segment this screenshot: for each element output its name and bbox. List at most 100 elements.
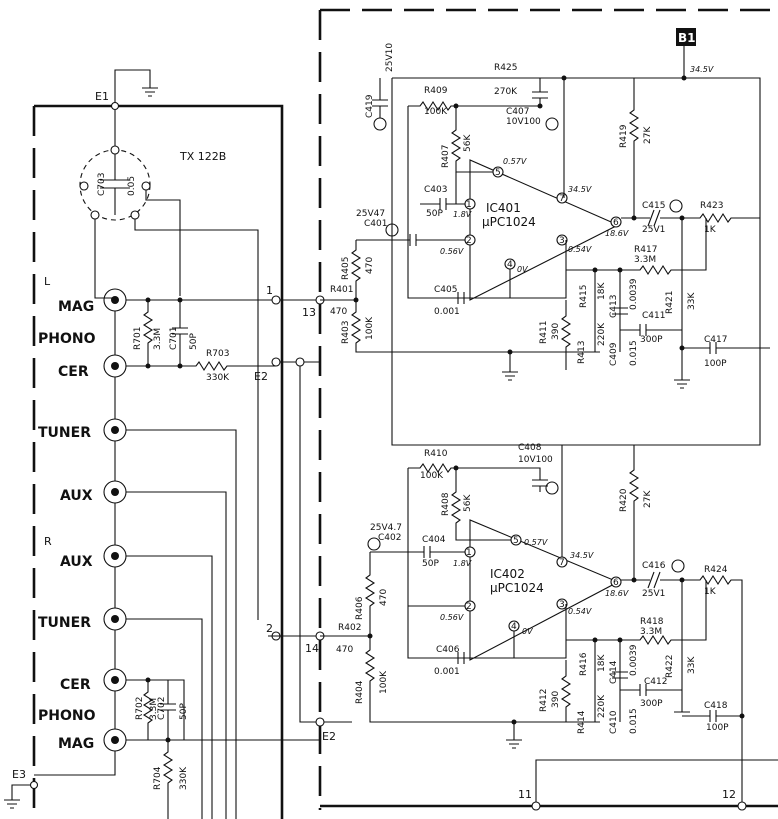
c416-ref: C416 (642, 561, 666, 571)
c408-ref: C408 (518, 443, 542, 453)
terminal-12: 12 (722, 788, 736, 801)
r704-value: 330K (179, 766, 189, 790)
ic401-v7: 34.5V (568, 185, 592, 194)
ic401-part: μPC1024 (482, 215, 536, 229)
r424-value: 1K (704, 587, 717, 597)
r418-ref: R418 (640, 617, 664, 627)
ic402-v2: 0.56V (440, 613, 464, 622)
phono-right-label: PHONO (38, 708, 96, 724)
ic401-amplifier (464, 159, 622, 301)
right-channel-label: R (44, 535, 52, 548)
ic401-v1: 1.8V (453, 210, 472, 219)
ic402-pin3: 3 (559, 600, 565, 610)
r406-ref: R406 (355, 596, 365, 620)
ic401-pin2: 2 (466, 236, 472, 246)
ic401-pin5: 5 (495, 168, 501, 178)
r407-value: 56K (463, 134, 473, 152)
ic402-v4: 0V (522, 627, 533, 636)
r402-value: 470 (336, 645, 353, 655)
left-phono-network (126, 295, 320, 819)
r422-value: 33K (687, 656, 697, 674)
ic401-v6: 18.6V (605, 229, 629, 238)
r411-value: 390 (551, 323, 561, 340)
c701-ref: C701 (169, 327, 179, 350)
r702-ref: R702 (135, 697, 145, 720)
input-jacks (34, 288, 127, 776)
c418-value: 100P (706, 723, 729, 733)
c416-value: 25V1 (642, 589, 665, 599)
c702-value: 50P (179, 703, 189, 720)
c409-ref: C409 (609, 342, 619, 366)
ic402-pin7: 7 (559, 558, 565, 568)
r405-ref: R405 (341, 257, 351, 280)
r414-ref: R414 (577, 710, 587, 734)
ic402-pin6: 6 (613, 578, 619, 588)
terminal-2: 2 (266, 622, 273, 635)
aux-left-label: AUX (60, 488, 93, 504)
r413-ref: R413 (577, 341, 587, 364)
r408-ref: R408 (441, 492, 451, 516)
ic401-pin6: 6 (613, 218, 619, 228)
c413-ref: C413 (609, 295, 619, 318)
e3-label: E3 (12, 768, 26, 781)
ic402-pin4: 4 (511, 622, 517, 632)
c406-value: 0.001 (434, 667, 460, 677)
c703-value: 0.05 (127, 176, 137, 196)
terminal-13: 13 (302, 306, 316, 319)
c417-value: 100P (704, 359, 727, 369)
ic402-ref: IC402 (490, 567, 525, 581)
r425-ref: R425 (494, 63, 517, 73)
c403-value: 50P (426, 209, 443, 219)
r422-ref: R422 (665, 655, 675, 678)
r405-value: 470 (365, 257, 375, 274)
c702-ref: C702 (157, 697, 167, 720)
r417-value: 3.3M (634, 255, 656, 265)
c402-ref: C402 (378, 533, 401, 543)
r409-value: 100K (424, 107, 448, 117)
c411-value: 300P (640, 335, 663, 345)
ic402-v3: 0.54V (568, 607, 592, 616)
r424-ref: R424 (704, 565, 728, 575)
r412-ref: R412 (539, 689, 549, 712)
c418-ref: C418 (704, 701, 728, 711)
mag-left-label: MAG (58, 299, 94, 315)
r415-ref: R415 (579, 285, 589, 308)
r412-value: 390 (551, 691, 561, 708)
r410-value: 100K (420, 471, 444, 481)
r411-ref: R411 (539, 321, 549, 344)
board-name: TX 122B (179, 150, 226, 163)
left-channel-label: L (44, 275, 51, 288)
c701-value: 50P (189, 333, 199, 350)
interconnect-wires (268, 295, 356, 727)
r702-value: 3.3M (149, 698, 159, 720)
aux-right-label: AUX (60, 554, 93, 570)
c415-value: 25V1 (642, 225, 665, 235)
c407-ref: C407 (506, 107, 529, 117)
ic402-network (320, 445, 778, 811)
r410-ref: R410 (424, 449, 448, 459)
r421-ref: R421 (665, 291, 675, 314)
r413-value: 220K (597, 322, 607, 346)
r408-value: 56K (463, 494, 473, 512)
r418-value: 3.3M (640, 627, 662, 637)
c411-ref: C411 (642, 311, 665, 321)
r414-value: 220K (597, 694, 607, 718)
c412-ref: C412 (644, 677, 667, 687)
ic401-v2: 0.56V (440, 247, 464, 256)
r403-value: 100K (365, 316, 375, 340)
ic401-v4: 0V (517, 265, 528, 274)
r403-ref: R403 (341, 321, 351, 344)
r402-ref: R402 (338, 623, 361, 633)
r404-value: 100K (379, 670, 389, 694)
terminal-11: 11 (518, 788, 532, 801)
terminal-14: 14 (305, 642, 319, 655)
c419-ref: C419 (365, 94, 375, 118)
amp-board-outline (318, 8, 778, 810)
ic401-network (320, 75, 770, 389)
ic401-pin1: 1 (466, 200, 472, 210)
e3-ground (4, 780, 39, 809)
cer-right-label: CER (60, 677, 91, 693)
c703-ref: C703 (97, 173, 107, 196)
ic401-pin4: 4 (507, 260, 513, 270)
